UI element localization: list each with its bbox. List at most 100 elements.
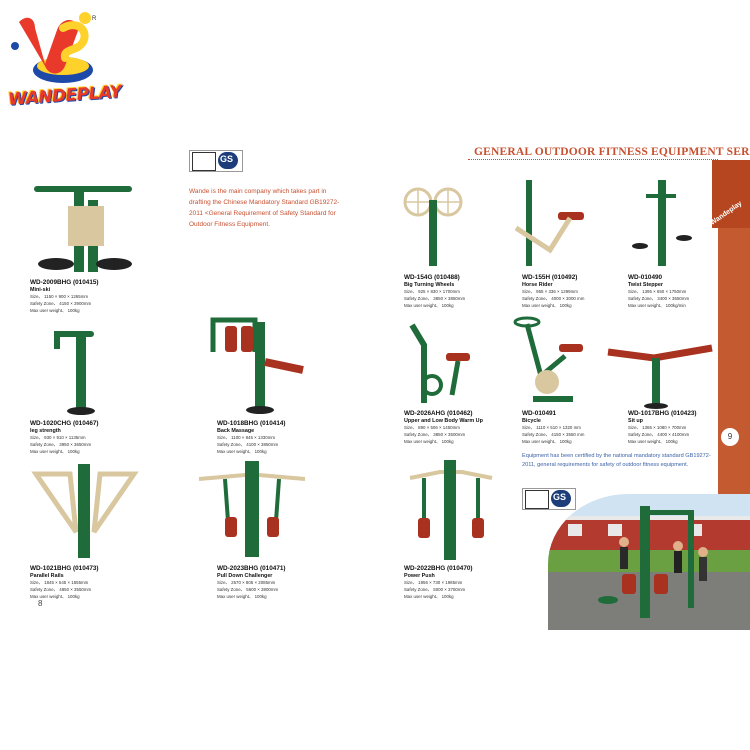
horse-rider-illustration (514, 180, 584, 266)
pull-down-challenger-illustration (198, 461, 306, 557)
page-number-right: 9 (721, 428, 739, 446)
product-size: Size、 2570 × 805 × 2085mm (217, 580, 276, 585)
product-safety-zone: Safety Zone、 3950 × 3650mm (30, 442, 92, 447)
sit-up-illustration (607, 344, 713, 409)
product-twist-stepper: WD-010490 Twist Stepper Size、 1395 × 650… (628, 274, 718, 309)
product-mini-ski: WD-2009BHG (010415) Mini-ski Size、 1150 … (30, 279, 148, 314)
leg-strength-illustration (54, 331, 95, 415)
product-max-weight: Max user weight、 100kg (30, 308, 80, 313)
product-back-massage: WD-1018BHG (010414) Back Massage Size、 1… (217, 420, 335, 455)
product-size: Size、 1956 × 730 × 1985mm (404, 580, 463, 585)
back-massage-illustration (210, 317, 304, 414)
product-code: WD-1017BHG (010423) (628, 410, 697, 417)
product-name: Twist Stepper (628, 282, 663, 288)
side-strip (718, 228, 750, 496)
product-code: WD-1020CHG (010467) (30, 420, 99, 427)
page-number-left: 8 (38, 599, 43, 608)
product-max-weight: Max user weight、 100kg (404, 303, 454, 308)
product-code: WD-010490 (628, 274, 663, 281)
power-push-illustration (409, 460, 493, 560)
product-name: Mini-ski (30, 287, 51, 293)
certification-logos-bottom: GS (522, 488, 576, 510)
product-size: Size、 1150 × 900 × 1265mm (30, 294, 89, 299)
product-name: Parallel Rails (30, 573, 64, 579)
wandeplay-logo (11, 12, 93, 83)
product-max-weight: Max user weight、 100kg (30, 449, 80, 454)
product-upper-low-body-warm-up: WD-2026AHG (010462) Upper and Low Body W… (404, 410, 522, 445)
product-size: Size、 1365 × 1080 × 700mm (628, 425, 687, 430)
product-horse-rider: WD-155H (010492) Horse Rider Size、 955 ×… (522, 274, 640, 309)
twist-stepper-illustration (632, 180, 692, 266)
product-big-turning-wheels: WD-154G (010488) Big Turning Wheels Size… (404, 274, 522, 309)
upper-lower-body-warmup-illustration (409, 323, 470, 403)
product-name: Bicycle (522, 418, 541, 424)
product-leg-strength: WD-1020CHG (010467) leg strength Size、 9… (30, 420, 148, 455)
gs-mark-icon: GS (218, 152, 238, 169)
product-name: Horse Rider (522, 282, 553, 288)
big-turning-wheels-illustration (403, 187, 463, 266)
product-bicycle: WD-010491 Bicycle Size、 1110 × 510 × 132… (522, 410, 640, 445)
product-size: Size、 955 × 336 × 1299mm (522, 289, 578, 294)
product-code: WD-155H (010492) (522, 274, 578, 281)
product-name: Pull Down Challenger (217, 573, 273, 579)
product-code: WD-154G (010488) (404, 274, 460, 281)
product-safety-zone: Safety Zone、 4850 × 3550mm (30, 587, 92, 592)
product-pull-down-challenger: WD-2023BHG (010471) Pull Down Challenger… (217, 565, 335, 600)
product-size: Size、 1845 × 545 × 1555mm (30, 580, 89, 585)
mini-ski-illustration (34, 186, 132, 272)
tuv-mark-icon (192, 152, 216, 171)
product-size: Size、 925 × 830 × 1700mm (404, 289, 460, 294)
product-code: WD-1018BHG (010414) (217, 420, 286, 427)
product-safety-zone: Safety Zone、 4100 × 3850mm (217, 442, 279, 447)
gs-mark-icon: GS (551, 490, 571, 507)
product-safety-zone: Safety Zone、 4000 × 3000 mm (522, 296, 585, 301)
product-safety-zone: Safety Zone、 4150 × 3550 mm (522, 432, 585, 437)
product-code: WD-1021BHG (010473) (30, 565, 99, 572)
product-max-weight: Max user weight、 100kg (522, 303, 572, 308)
product-code: WD-010491 (522, 410, 557, 417)
product-name: Power Push (404, 573, 435, 579)
product-max-weight: Max user weight、 100kg (404, 439, 454, 444)
registered-mark: R (92, 16, 97, 22)
bicycle-illustration (513, 316, 583, 402)
product-max-weight: Max user weight、 100kg (30, 594, 80, 599)
product-code: WD-2026AHG (010462) (404, 410, 473, 417)
product-safety-zone: Safety Zone、 3400 × 3650mm (628, 296, 690, 301)
product-safety-zone: Safety Zone、 4400 × 4100mm (628, 432, 690, 437)
product-size: Size、 1395 × 650 × 1750mm (628, 289, 687, 294)
product-safety-zone: Safety Zone、 5000 × 3750mm (404, 587, 466, 592)
product-max-weight: Max user weight、 100kg (522, 439, 572, 444)
product-size: Size、 890 × 506 × 1450mm (404, 425, 460, 430)
parallel-rails-illustration (31, 464, 139, 558)
product-code: WD-2023BHG (010471) (217, 565, 286, 572)
product-sit-up: WD-1017BHG (010423) Sit up Size、 1365 × … (628, 410, 718, 445)
product-name: Upper and Low Body Warm Up (404, 418, 483, 424)
tuv-mark-icon (525, 490, 549, 509)
title-divider (468, 159, 718, 160)
product-name: leg strength (30, 428, 61, 434)
product-code: WD-2022BHG (010470) (404, 565, 473, 572)
product-max-weight: Max user weight、 100kg (404, 594, 454, 599)
product-power-push: WD-2022BHG (010470) Power Push Size、 195… (404, 565, 522, 600)
product-name: Back Massage (217, 428, 255, 434)
product-safety-zone: Safety Zone、 3850 × 3850mm (404, 296, 466, 301)
intro-text: Wande is the main company which takes pa… (189, 188, 340, 228)
certification-logos-top: GS (189, 150, 243, 172)
product-max-weight: Max user weight、 100kg (217, 449, 267, 454)
product-max-weight: Max user weight、 100kg (217, 594, 267, 599)
park-photo (548, 494, 750, 630)
product-size: Size、 1100 × 845 × 1330mm (217, 435, 276, 440)
product-code: WD-2009BHG (010415) (30, 279, 99, 286)
product-name: Sit up (628, 418, 643, 424)
side-tab (712, 160, 750, 228)
product-max-weight: Max user weight、 100kg (628, 439, 678, 444)
product-name: Big Turning Wheels (404, 282, 455, 288)
product-safety-zone: Safety Zone、 5600 × 3800mm (217, 587, 279, 592)
product-size: Size、 1110 × 510 × 1320 mm (522, 425, 581, 430)
certification-note: Equipment has been certified by the nati… (522, 453, 711, 468)
product-parallel-rails: WD-1021BHG (010473) Parallel Rails Size、… (30, 565, 148, 600)
product-safety-zone: Safety Zone、 4150 × 3900mm (30, 301, 92, 306)
series-title: GENERAL OUTDOOR FITNESS EQUIPMENT SERIES (474, 146, 750, 158)
product-safety-zone: Safety Zone、 3850 × 3500mm (404, 432, 466, 437)
product-max-weight: Max user weight、 100kg/min (628, 303, 686, 308)
